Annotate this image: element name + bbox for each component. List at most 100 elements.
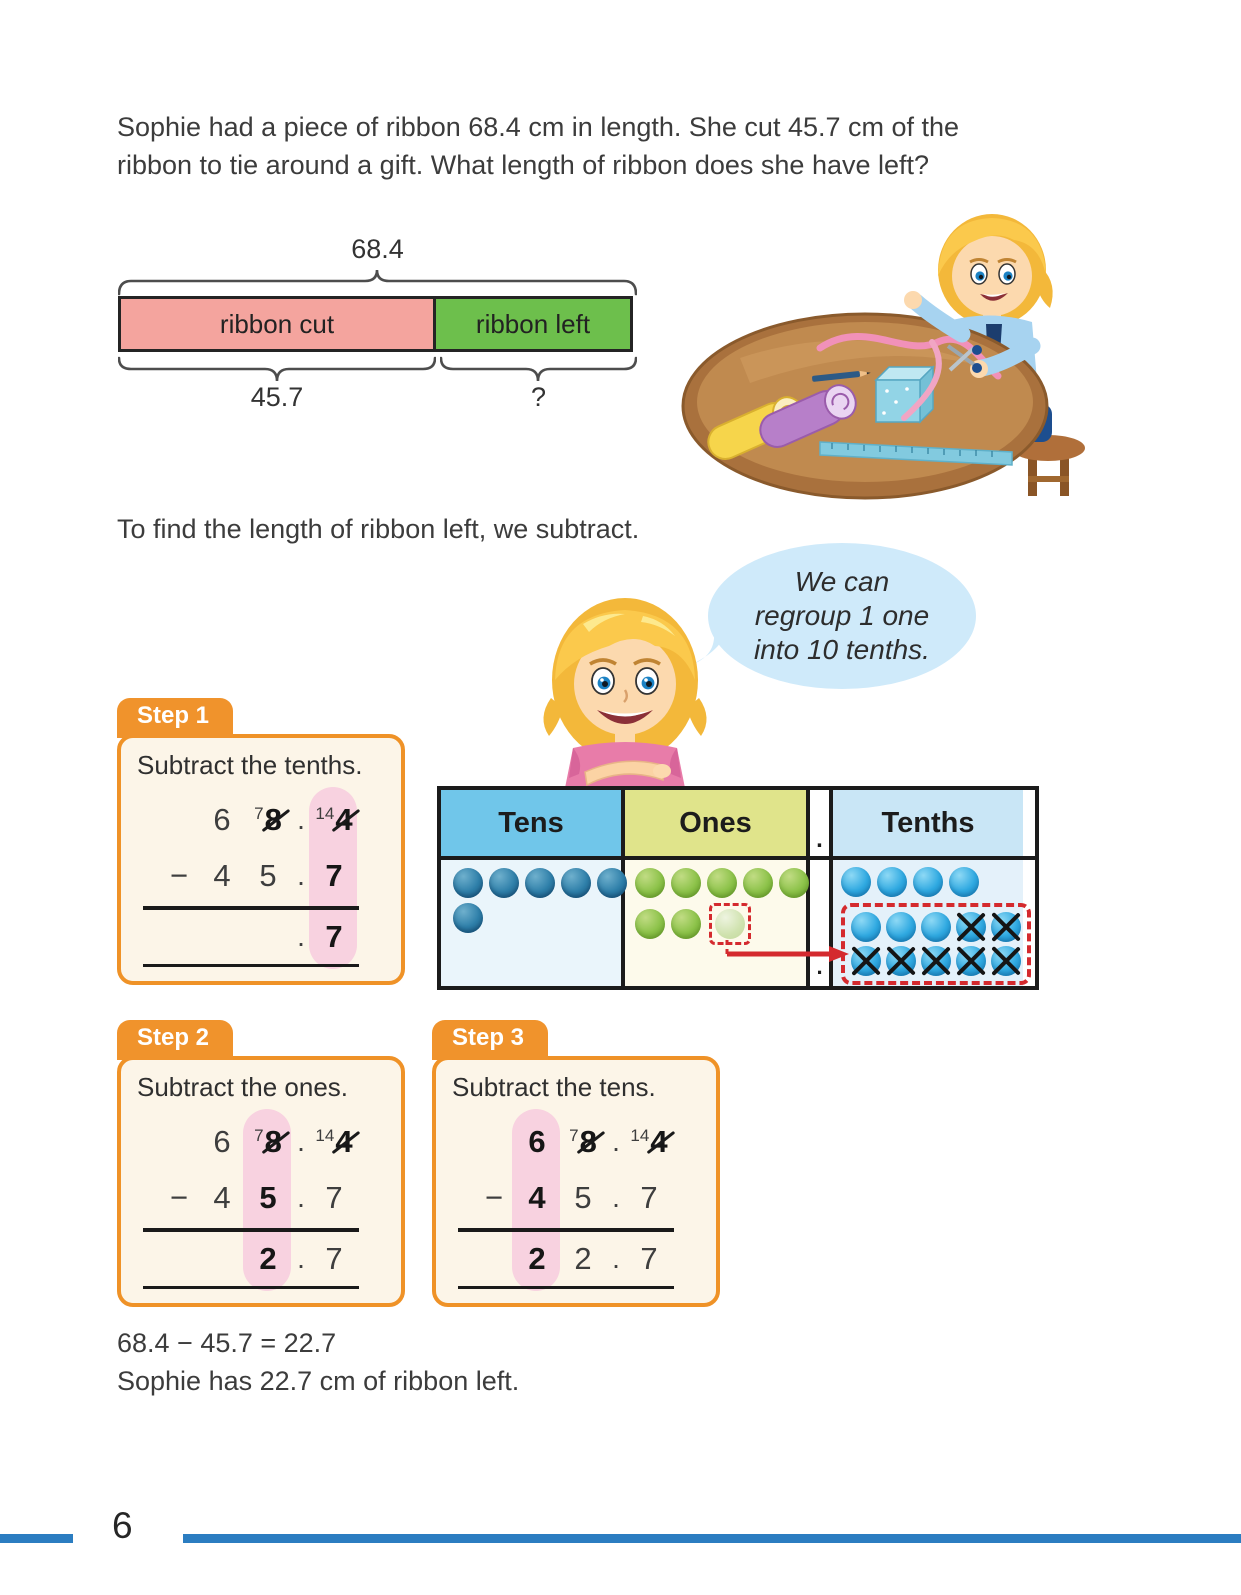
result-tens: 2 bbox=[528, 1240, 546, 1276]
step-1-sum: 6 78 . 144 − 4 5 . 7 . 7 bbox=[143, 787, 359, 969]
counter bbox=[635, 868, 665, 898]
minuend-ones: 78 bbox=[254, 802, 282, 837]
counter bbox=[525, 868, 555, 898]
counter-row bbox=[635, 868, 809, 898]
counter bbox=[956, 946, 986, 976]
bar-model-left-value: ? bbox=[530, 382, 547, 412]
subtrahend-tens: 4 bbox=[528, 1180, 546, 1215]
speech-line-2: regroup 1 one bbox=[754, 600, 930, 631]
girl-arms bbox=[904, 291, 1041, 378]
header-decimal-point: . bbox=[810, 790, 833, 856]
result-tenths: 7 bbox=[325, 1240, 343, 1276]
minuend-ones: 78 bbox=[569, 1124, 597, 1159]
decimal-point: . bbox=[297, 1126, 305, 1157]
counter bbox=[489, 868, 519, 898]
decimal-point: . bbox=[612, 1126, 620, 1157]
sum-line bbox=[143, 906, 359, 910]
girl-cutting-ribbon-illustration bbox=[681, 214, 1085, 500]
regrouped-one-box bbox=[709, 903, 751, 945]
sum-line bbox=[143, 963, 359, 967]
footer-stripe-left bbox=[0, 1534, 73, 1543]
step-1-tab: Step 1 bbox=[117, 698, 234, 738]
minuend-tenths: 144 bbox=[315, 1124, 353, 1159]
subtrahend-tens: 4 bbox=[213, 1180, 231, 1215]
counter bbox=[956, 912, 986, 942]
counter bbox=[949, 867, 979, 897]
problem-text: Sophie had a piece of ribbon 68.4 cm in … bbox=[117, 108, 1097, 184]
decimal-point: . bbox=[297, 804, 305, 835]
counter bbox=[991, 912, 1021, 942]
subtrahend-tens: 4 bbox=[213, 858, 231, 893]
step-3-card: Step 3 Subtract the tens. 6 78 . 144 − 4… bbox=[432, 1020, 720, 1307]
counter bbox=[707, 868, 737, 898]
step-3-body: Subtract the tens. 6 78 . 144 − 4 5 . 7 bbox=[432, 1056, 720, 1307]
counter bbox=[453, 903, 483, 933]
header-ones: Ones bbox=[625, 790, 810, 856]
result-tenths: 7 bbox=[640, 1240, 658, 1276]
header-tens: Tens bbox=[441, 790, 625, 856]
sum-line bbox=[458, 1285, 674, 1289]
decimal-point: . bbox=[297, 1182, 305, 1213]
minus-sign: − bbox=[169, 858, 189, 893]
counter bbox=[921, 912, 951, 942]
counter-row bbox=[635, 903, 806, 945]
ruler bbox=[819, 441, 1013, 466]
tens-counters bbox=[441, 860, 627, 986]
place-value-chart-body: . bbox=[441, 860, 1035, 986]
bar-segment-ribbon-cut: ribbon cut bbox=[118, 296, 436, 352]
subtrahend-ones: 5 bbox=[259, 1180, 277, 1215]
result-sentence: Sophie has 22.7 cm of ribbon left. bbox=[117, 1366, 520, 1396]
result-equation: 68.4 − 45.7 = 22.7 bbox=[117, 1328, 337, 1358]
minus-sign: − bbox=[169, 1180, 189, 1215]
counter bbox=[921, 946, 951, 976]
subtrahend-tenths: 7 bbox=[640, 1180, 658, 1215]
speech-line-3: into 10 tenths. bbox=[754, 634, 930, 665]
counter bbox=[671, 868, 701, 898]
decimal-point: . bbox=[297, 1242, 305, 1274]
counter bbox=[597, 868, 627, 898]
counter-row bbox=[851, 946, 1021, 976]
speech-line-1: We can bbox=[794, 566, 890, 597]
tens-highlight bbox=[512, 1109, 560, 1291]
header-tenths: Tenths bbox=[833, 790, 1023, 856]
place-value-chart-header: Tens Ones . Tenths bbox=[441, 790, 1035, 860]
counter bbox=[886, 912, 916, 942]
result-ones: 2 bbox=[259, 1240, 277, 1276]
decimal-point: . bbox=[612, 1242, 620, 1274]
counter bbox=[886, 946, 916, 976]
counter bbox=[779, 868, 809, 898]
tenths-counters bbox=[833, 860, 1031, 986]
counter bbox=[561, 868, 591, 898]
subtrahend-ones: 5 bbox=[259, 858, 277, 893]
brace-bottom-left bbox=[440, 356, 637, 382]
speech-bubble-text: We can regroup 1 one into 10 tenths. bbox=[754, 565, 930, 667]
counter-row bbox=[841, 867, 1023, 897]
pink-ribbon bbox=[816, 333, 1002, 421]
counter bbox=[743, 868, 773, 898]
counter bbox=[991, 946, 1021, 976]
step-1-instruction: Subtract the tenths. bbox=[137, 750, 363, 780]
step-3-sum: 6 78 . 144 − 4 5 . 7 2 2 . bbox=[458, 1109, 674, 1291]
step-1-card: Step 1 Subtract the tenths. 6 78 . 144 −… bbox=[117, 698, 405, 985]
bar-model-total-label: 68.4 bbox=[351, 234, 404, 264]
place-value-chart: Tens Ones . Tenths . bbox=[437, 786, 1039, 990]
subtrahend-tenths: 7 bbox=[325, 858, 343, 893]
bar-model: ribbon cut ribbon left bbox=[118, 296, 633, 352]
step-3-instruction: Subtract the tens. bbox=[452, 1072, 656, 1102]
speech-bubble: We can regroup 1 one into 10 tenths. bbox=[708, 543, 976, 689]
intro-text: To find the length of ribbon left, we su… bbox=[117, 514, 640, 544]
problem-line-2: ribbon to tie around a gift. What length… bbox=[117, 150, 930, 180]
stool bbox=[1011, 435, 1085, 496]
counter-row bbox=[453, 868, 627, 898]
subtrahend-tenths: 7 bbox=[325, 1180, 343, 1215]
brace-top bbox=[118, 269, 637, 296]
ribbon-rolls bbox=[707, 384, 857, 460]
decimal-point: . bbox=[297, 860, 305, 891]
decimal-point: . bbox=[612, 1182, 620, 1213]
cube bbox=[874, 365, 935, 424]
body-decimal-point: . bbox=[810, 860, 833, 986]
table bbox=[681, 312, 1049, 500]
minuend-tenths: 144 bbox=[630, 1124, 668, 1159]
step-3-tab: Step 3 bbox=[432, 1020, 549, 1060]
regrouped-tenths-box bbox=[841, 903, 1031, 985]
